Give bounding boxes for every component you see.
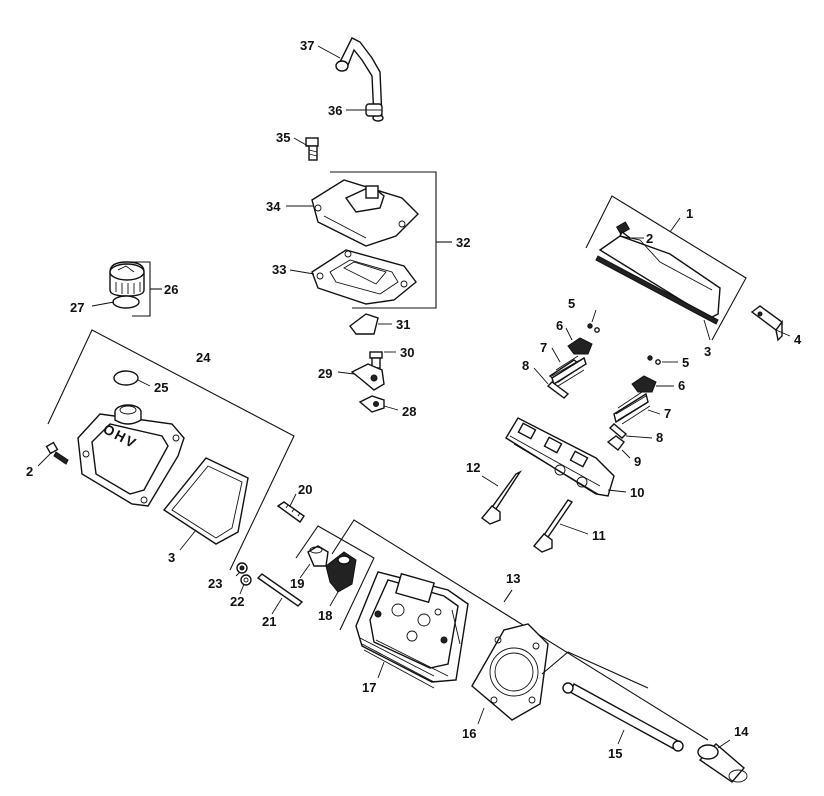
reed-part[interactable] (349, 313, 379, 335)
leader-lines (37, 45, 791, 749)
seal-upper-part[interactable] (546, 381, 570, 399)
spring-lower-part[interactable] (613, 391, 651, 425)
rocker-cover-part[interactable] (598, 235, 721, 319)
head-gasket-part[interactable] (471, 623, 549, 721)
callout-labels: 1 2 3 4 5 6 7 8 5 6 7 8 9 10 11 12 13 14… (26, 38, 802, 761)
callout-25: 25 (154, 380, 168, 395)
keeper-upper-part[interactable] (587, 323, 600, 333)
callout-26: 26 (164, 282, 178, 297)
plate-part[interactable] (358, 395, 385, 413)
breather-gasket-part[interactable] (311, 249, 417, 305)
callout-18: 18 (318, 608, 332, 623)
exhaust-valve-part[interactable] (532, 499, 574, 553)
cap-oring-part[interactable] (112, 295, 140, 309)
spring-upper-part[interactable] (548, 355, 587, 387)
valve-cover-screw-part[interactable] (45, 441, 69, 465)
callout-29: 29 (318, 366, 332, 381)
long-stud-part[interactable] (256, 573, 304, 607)
callout-34: 34 (266, 199, 281, 214)
callout-8-upper: 8 (522, 358, 529, 373)
callout-22: 22 (230, 594, 244, 609)
oil-fill-cap-part[interactable] (109, 261, 145, 297)
retainer-upper-part[interactable] (567, 337, 593, 355)
callout-32: 32 (456, 235, 470, 250)
mounting-bracket-part[interactable] (750, 305, 783, 342)
callout-33: 33 (272, 262, 286, 277)
keeper-lower-part[interactable] (647, 355, 661, 365)
seal-lower-part[interactable] (608, 423, 628, 439)
valve-cap-part[interactable] (606, 435, 625, 451)
retainer-lower-part[interactable] (631, 375, 657, 393)
callout-4: 4 (794, 332, 802, 347)
tappet-part[interactable] (697, 743, 748, 783)
callout-6-upper: 6 (556, 318, 563, 333)
callout-1: 1 (686, 206, 693, 221)
callout-7-upper: 7 (540, 340, 547, 355)
callout-2-left: 2 (26, 464, 33, 479)
callout-36: 36 (328, 103, 342, 118)
callout-17: 17 (362, 680, 376, 695)
stud-part[interactable] (276, 501, 305, 523)
oil-filler-neck (114, 404, 142, 425)
callout-20: 20 (298, 482, 312, 497)
callout-14: 14 (734, 724, 749, 739)
bracket-32 (330, 171, 437, 309)
valve-cover-part[interactable]: OHV (77, 404, 185, 507)
rocker-cover-gasket-part[interactable] (595, 255, 719, 325)
callout-31: 31 (396, 317, 410, 332)
cylinder-head-part[interactable] (355, 571, 469, 689)
callout-37: 37 (300, 38, 314, 53)
callout-13: 13 (506, 571, 520, 586)
intake-valve-part[interactable] (480, 470, 522, 525)
valve-cover-oring-part[interactable] (113, 370, 139, 386)
callout-9: 9 (634, 454, 641, 469)
callout-2-right: 2 (646, 231, 653, 246)
callout-8-lower: 8 (656, 430, 663, 445)
callout-11: 11 (592, 528, 606, 543)
bracket-18-19 (295, 525, 375, 631)
callout-15: 15 (608, 746, 622, 761)
bracket-1 (585, 195, 747, 341)
push-rod-part[interactable] (562, 682, 684, 752)
callout-30: 30 (400, 345, 414, 360)
rocker-shaft-part[interactable] (505, 417, 615, 497)
bracket-24 (47, 329, 295, 571)
rocker-arm-part[interactable] (325, 551, 357, 593)
bracket-15 (541, 651, 649, 689)
clamp-part[interactable] (365, 103, 383, 117)
callout-5-lower: 5 (682, 355, 689, 370)
callout-6-lower: 6 (678, 378, 685, 393)
callout-24: 24 (196, 350, 211, 365)
nut-part[interactable] (236, 562, 248, 574)
valve-cover-gasket-part[interactable] (162, 457, 249, 545)
callout-35: 35 (276, 130, 290, 145)
callout-5-upper: 5 (568, 296, 575, 311)
bracket-13 (331, 519, 709, 741)
callout-12: 12 (466, 460, 480, 475)
callout-19: 19 (290, 576, 304, 591)
callout-21: 21 (262, 614, 276, 629)
breather-cover-part[interactable] (311, 179, 419, 247)
callout-27: 27 (70, 300, 84, 315)
rocker-pivot-part[interactable] (307, 545, 329, 567)
callout-7-lower: 7 (664, 406, 671, 421)
callout-23: 23 (208, 576, 222, 591)
callout-3-right: 3 (704, 344, 711, 359)
callout-10: 10 (630, 485, 644, 500)
callout-16: 16 (462, 726, 476, 741)
callout-3-left: 3 (168, 550, 175, 565)
breather-screw-part[interactable] (305, 137, 319, 161)
retainer-part[interactable] (350, 363, 385, 391)
callout-28: 28 (402, 404, 416, 419)
washer-part[interactable] (240, 574, 252, 586)
